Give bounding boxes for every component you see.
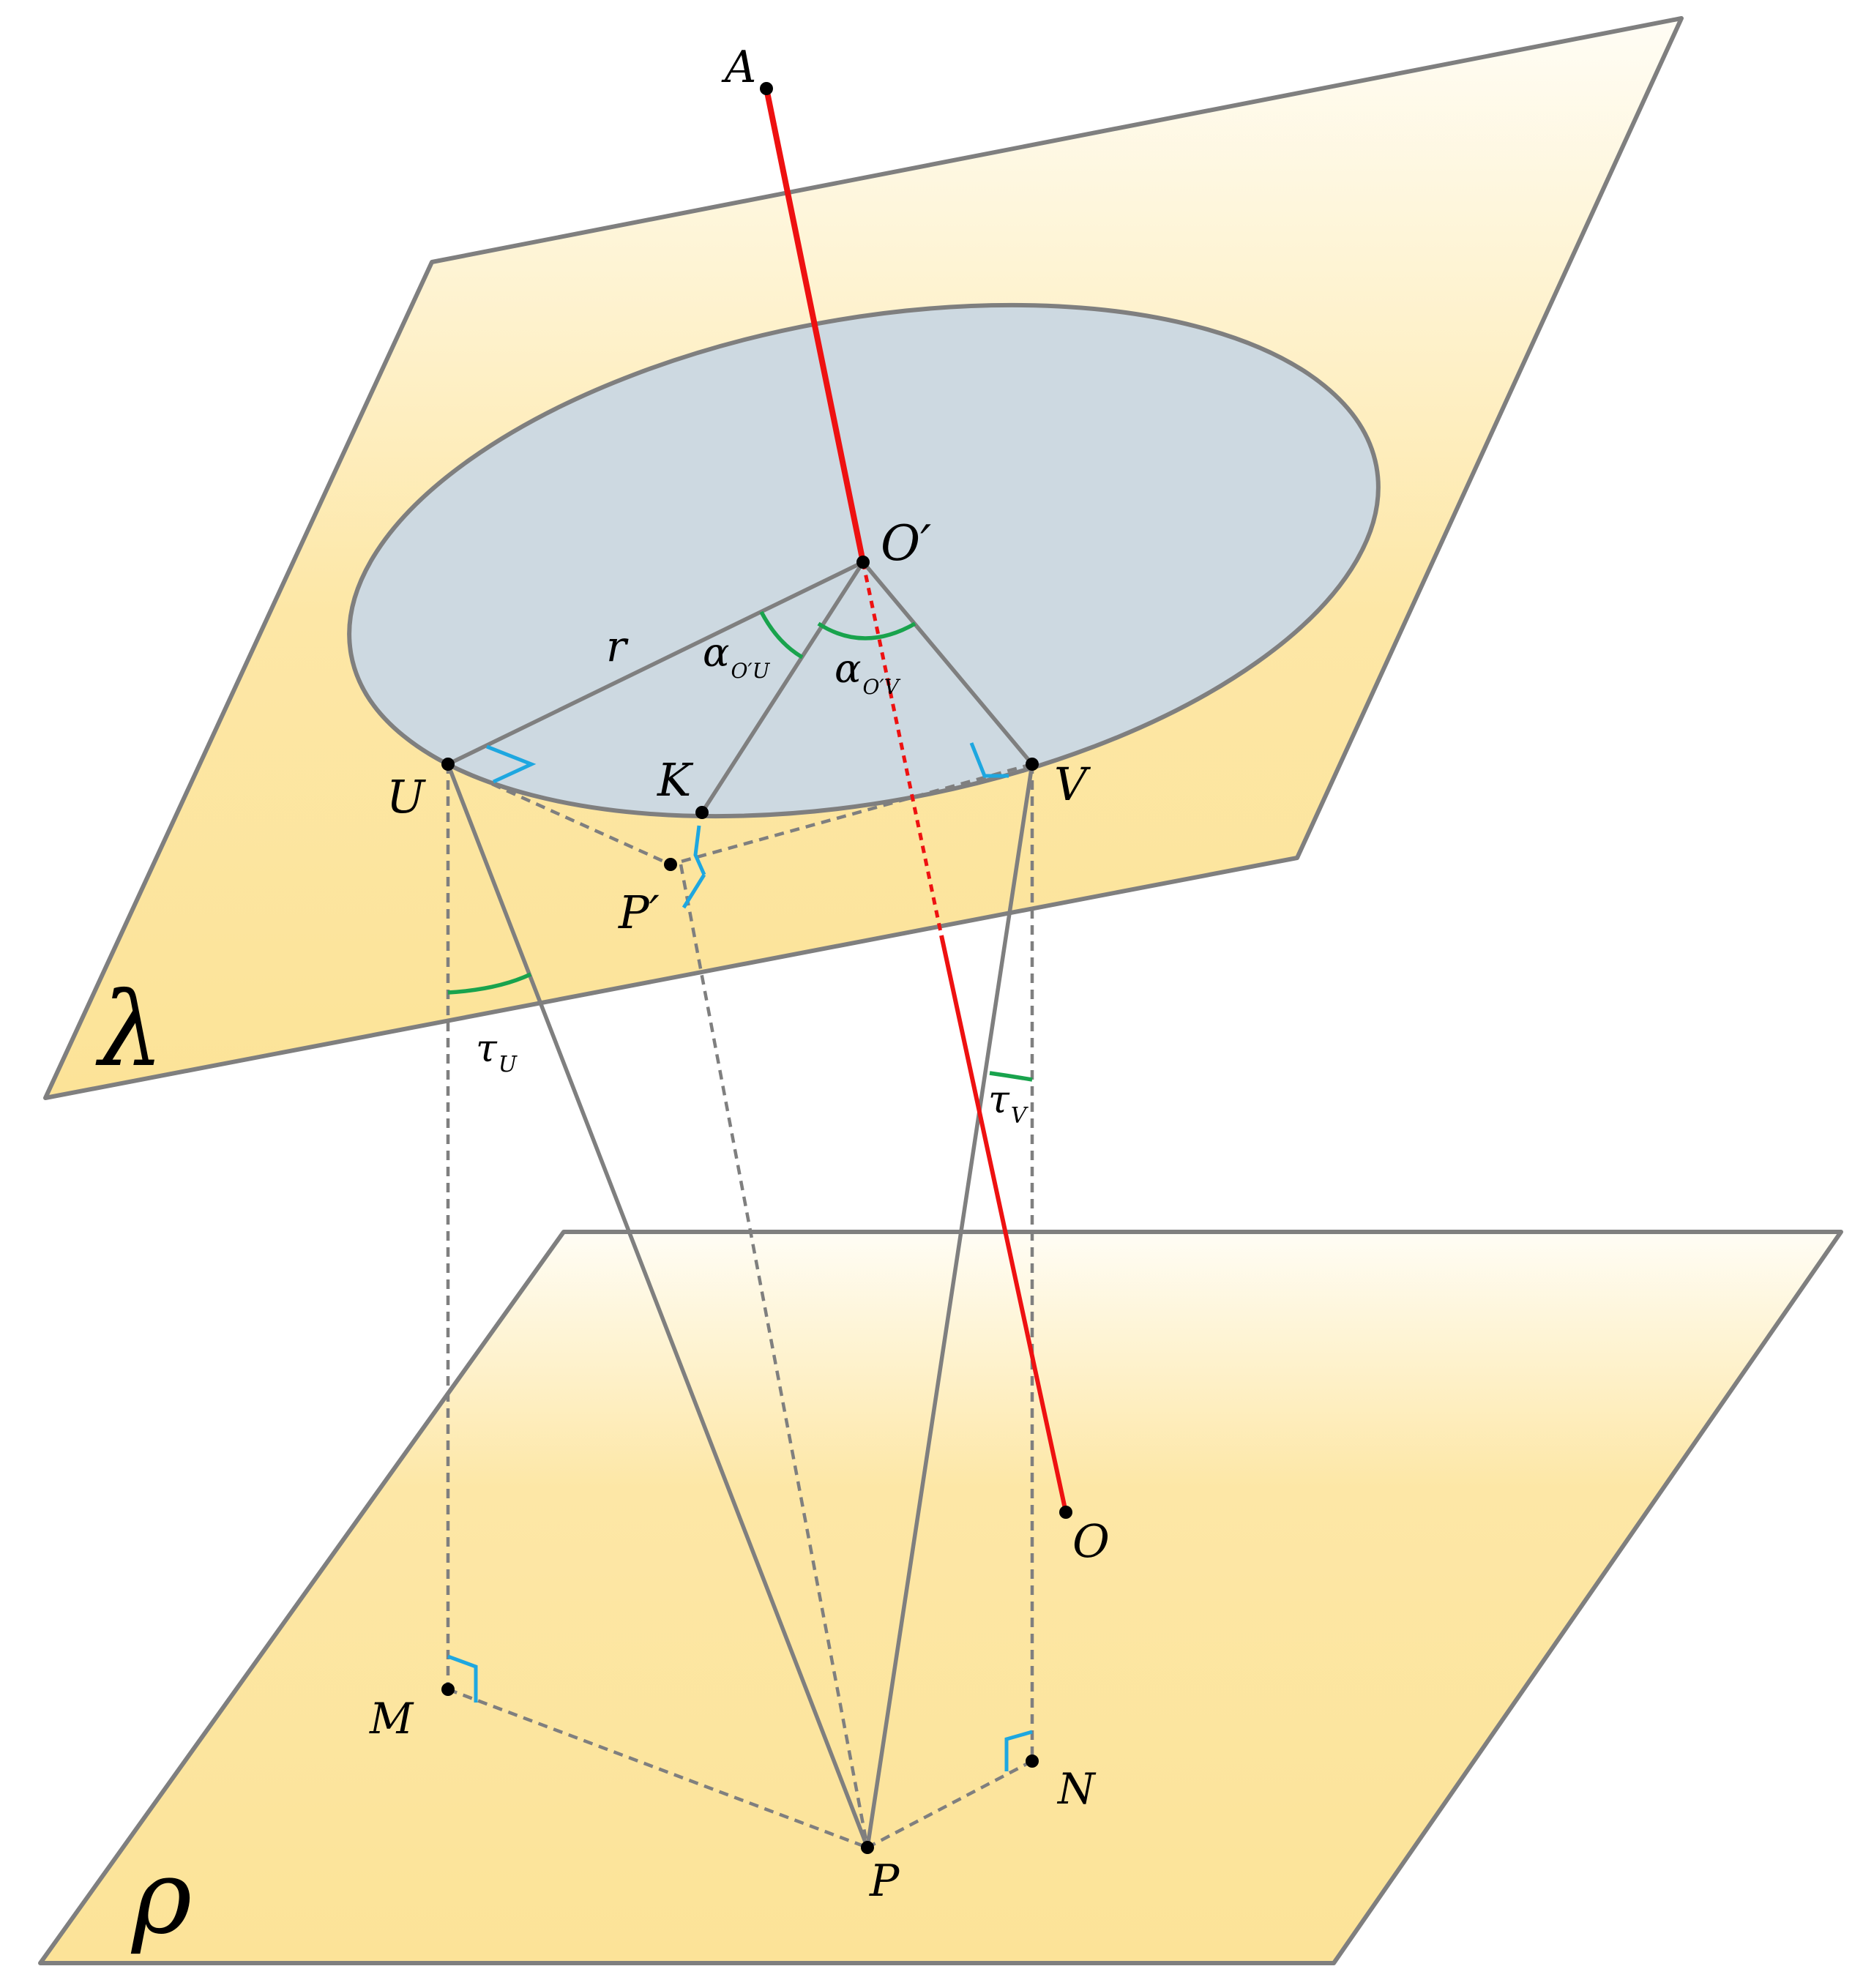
solid-construction-lines bbox=[446, 560, 1034, 1850]
axis-line bbox=[764, 88, 1068, 1513]
label-U: U bbox=[387, 770, 426, 823]
point-O bbox=[1059, 1506, 1072, 1519]
label-plane-rho: ρ bbox=[130, 1838, 192, 1957]
alpha-symbol-v: α bbox=[835, 646, 861, 692]
point-Oprime bbox=[856, 556, 870, 569]
point-U bbox=[441, 758, 455, 771]
tau-subscript-v: V bbox=[1011, 1103, 1029, 1129]
point-Pprime bbox=[664, 858, 677, 871]
label-A: A bbox=[721, 42, 756, 93]
label-M: M bbox=[369, 1694, 414, 1744]
axis-lower-segment bbox=[939, 935, 1068, 1513]
point-N bbox=[1026, 1755, 1039, 1768]
tau-symbol-u: τ bbox=[476, 1027, 498, 1071]
right-angle-M bbox=[447, 1654, 478, 1703]
alpha-subscript-v: O′V bbox=[862, 675, 900, 699]
point-P bbox=[861, 1841, 874, 1854]
segment-Oprime-V bbox=[861, 560, 1034, 766]
right-angle-Pprime bbox=[682, 873, 706, 909]
segment-Oprime-K bbox=[700, 560, 865, 815]
segment-V-P bbox=[865, 762, 1034, 1850]
right-angle-U bbox=[486, 744, 537, 784]
label-radius: r bbox=[606, 621, 629, 671]
line-M-P bbox=[447, 1687, 868, 1850]
right-angle-N bbox=[1004, 1730, 1033, 1771]
line-Pprime-P bbox=[679, 864, 870, 1848]
point-A bbox=[760, 82, 773, 95]
tau-subscript-u: U bbox=[499, 1052, 518, 1077]
segment-U-P bbox=[446, 762, 870, 1850]
label-K: K bbox=[657, 753, 694, 807]
line-V-Pprime bbox=[670, 762, 1033, 867]
label-P: P bbox=[869, 1856, 900, 1907]
angle-arcs bbox=[447, 610, 1033, 1082]
points bbox=[441, 82, 1072, 1854]
arc-alpha-OprimeV bbox=[817, 621, 916, 640]
plane-rho bbox=[38, 1230, 1843, 1965]
alpha-symbol-u: α bbox=[703, 629, 729, 676]
axis-hidden-segment bbox=[861, 561, 944, 936]
tau-symbol-v: τ bbox=[988, 1078, 1010, 1122]
label-O: O bbox=[1072, 1514, 1110, 1568]
right-angle-marks bbox=[447, 742, 1033, 1771]
axis-upper-segment bbox=[764, 88, 866, 563]
label-Pprime: P′ bbox=[618, 886, 660, 939]
arc-alpha-OprimeU bbox=[759, 610, 804, 659]
dashed-construction-lines bbox=[446, 762, 1034, 1850]
segment-Oprime-U bbox=[446, 560, 865, 766]
label-tau-V: τV bbox=[988, 1078, 1029, 1129]
label-alpha-OprimeU: αO′U bbox=[703, 629, 771, 683]
label-N: N bbox=[1056, 1764, 1097, 1814]
label-V: V bbox=[1054, 758, 1091, 811]
label-alpha-OprimeV: αO′V bbox=[835, 646, 901, 699]
arc-tau-V bbox=[989, 1071, 1033, 1082]
point-M bbox=[441, 1683, 455, 1696]
point-V bbox=[1026, 758, 1039, 771]
label-Oprime: O′ bbox=[881, 515, 931, 572]
point-K bbox=[695, 806, 709, 819]
line-U-Pprime bbox=[447, 762, 671, 867]
alpha-subscript-u: O′U bbox=[731, 659, 770, 683]
label-plane-lambda: λ bbox=[95, 971, 164, 1090]
arc-tau-U bbox=[447, 972, 532, 995]
label-tau-U: τU bbox=[476, 1027, 518, 1077]
right-angle-V bbox=[969, 742, 1009, 778]
right-angle-K-top bbox=[693, 825, 706, 876]
